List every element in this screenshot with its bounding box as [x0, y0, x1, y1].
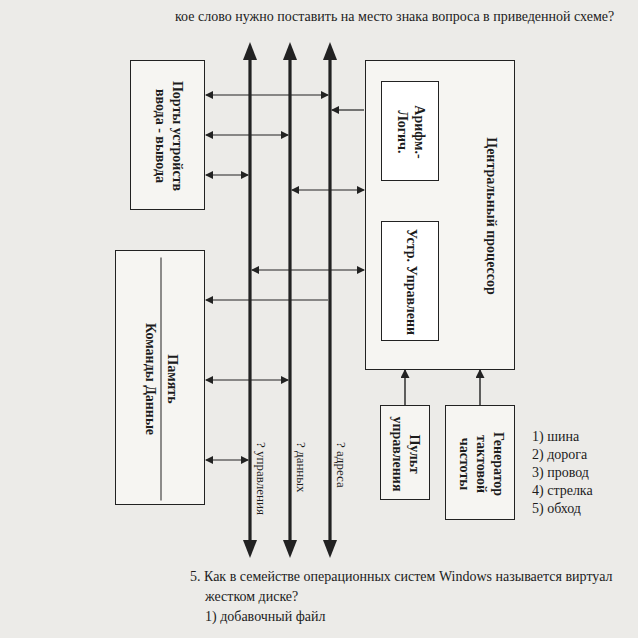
memory-tap	[206, 379, 288, 380]
bus-label: ? управления	[253, 440, 270, 517]
text-column: Устр. Управлени	[403, 228, 420, 336]
unit-box: Порты устройств ввода - вывода	[130, 60, 205, 210]
box-text: Генератор тактовой частоты	[456, 412, 507, 515]
port-tap	[206, 94, 328, 95]
page-text-line: жестком диске?	[205, 589, 298, 604]
text-column: ПамятьКоманды Данные	[142, 257, 181, 500]
text-column: Арифм.- Логич.	[394, 88, 428, 176]
page-text-line: 2) дорога	[532, 447, 587, 462]
signal-arrow	[404, 370, 405, 405]
bus-head	[283, 540, 297, 558]
text-column: Порты устройств ввода - вывода	[152, 67, 186, 205]
port-tap	[206, 174, 248, 175]
unit-box: Пульт управления	[380, 405, 430, 500]
bus-head	[323, 540, 337, 558]
cpu-tap	[332, 109, 364, 110]
bus-head	[243, 42, 257, 60]
bus-head	[283, 42, 297, 60]
memory-tap	[206, 459, 248, 460]
page-text: 3) провод	[532, 464, 589, 481]
box-heading: Память	[161, 257, 181, 500]
text-column: Пульт управления	[389, 412, 423, 495]
address-bus	[328, 58, 331, 542]
page-text-line: 1) добавочный файл	[205, 609, 325, 624]
unit-box: Центральный процессор Арифм.- Логич. Устр.…	[365, 60, 515, 370]
box-text: Устр. Управлени	[403, 229, 420, 335]
page-text: 5. Как в семействе операционных систем W…	[190, 568, 612, 585]
port-tap	[206, 134, 288, 135]
bus-head	[243, 540, 257, 558]
box-text: Центральный процессор	[483, 137, 500, 294]
page-text-line: 5) обход	[532, 501, 581, 516]
page-text-line: 1) шина	[532, 429, 579, 444]
page-text: жестком диске?	[205, 588, 298, 605]
cpu-tap	[292, 189, 364, 190]
box-text: Порты устройств ввода - вывода	[152, 67, 186, 205]
memory-tap	[206, 299, 328, 300]
page-text: 5) обход	[532, 500, 581, 517]
page-text: 2) дорога	[532, 446, 587, 463]
bus-head	[323, 42, 337, 60]
box-text: Пульт управления	[389, 412, 423, 495]
bus-label-text: ? адреса	[334, 440, 349, 490]
bus-label: ? адреса	[333, 440, 350, 490]
page-text: 1) добавочный файл	[205, 608, 325, 625]
text-column: Центральный процессор	[483, 75, 500, 357]
text-column: Генератор тактовой частоты	[456, 412, 507, 515]
bus-label-text: ? данных	[294, 440, 309, 495]
box-text: Команды Данные	[142, 322, 159, 434]
page-text: 4) стрелка	[532, 482, 593, 499]
unit-box: Генератор тактовой частоты	[445, 405, 515, 520]
page-text-line: 3) провод	[532, 465, 589, 480]
page-text-line: 5. Как в семействе операционных систем W…	[190, 569, 612, 584]
box-text: Арифм.- Логич.	[394, 88, 428, 176]
page-text-line: 4) стрелка	[532, 483, 593, 498]
bus-label-text: ? управления	[254, 440, 269, 517]
unit-box: ПамятьКоманды Данные	[115, 250, 205, 505]
bus-taps	[206, 95, 364, 460]
signal-arrow	[479, 370, 480, 405]
page-text: кое слово нужно поставить на место знака…	[175, 8, 614, 25]
inner-unit-box: Устр. Управлени	[381, 221, 439, 341]
page-text: 1) шина	[532, 428, 579, 445]
page-text-line: кое слово нужно поставить на место знака…	[175, 9, 614, 24]
bus-label: ? данных	[293, 440, 310, 495]
cpu-tap	[252, 269, 364, 270]
inner-unit-box: Арифм.- Логич.	[381, 81, 439, 181]
